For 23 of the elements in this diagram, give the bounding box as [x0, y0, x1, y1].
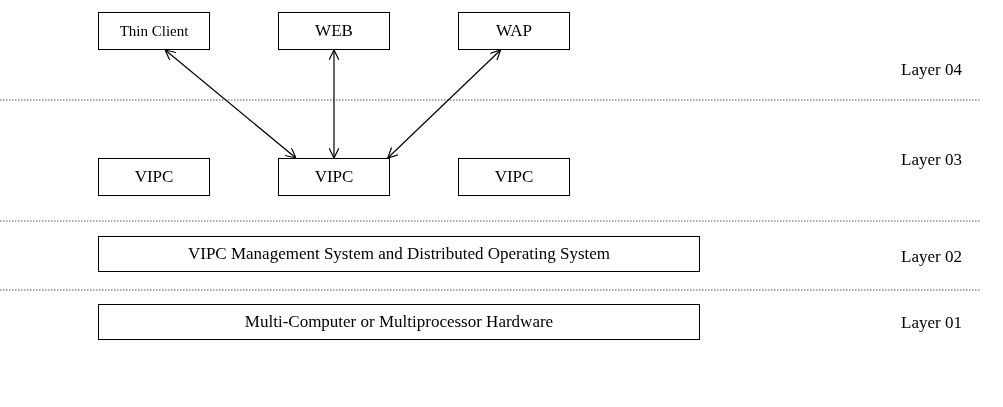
layer-box — [278, 158, 390, 196]
box-label: Thin Client — [119, 22, 189, 40]
box-label: WAP — [496, 21, 532, 41]
layer-box — [98, 158, 210, 196]
layer-box — [458, 12, 570, 50]
box-label: Multi-Computer or Multiprocessor Hardware — [244, 312, 554, 332]
box-label: VIPC — [134, 167, 174, 187]
layer-box — [98, 304, 700, 340]
layer-label: Layer 04 — [901, 60, 962, 80]
layer-label: Layer 02 — [901, 247, 962, 267]
layer-label: Layer 01 — [901, 313, 962, 333]
layer-box — [98, 236, 700, 272]
box-label: VIPC — [314, 167, 354, 187]
box-label: VIPC — [494, 167, 534, 187]
double-arrow — [387, 49, 502, 159]
box-label: WEB — [315, 21, 353, 41]
layer-box — [458, 158, 570, 196]
layer-box — [98, 12, 210, 50]
box-label: VIPC Management System and Distributed Operating System — [187, 244, 611, 264]
layer-box — [278, 12, 390, 50]
layer-label: Layer 03 — [901, 150, 962, 170]
double-arrow — [328, 49, 340, 159]
double-arrow — [164, 49, 297, 159]
